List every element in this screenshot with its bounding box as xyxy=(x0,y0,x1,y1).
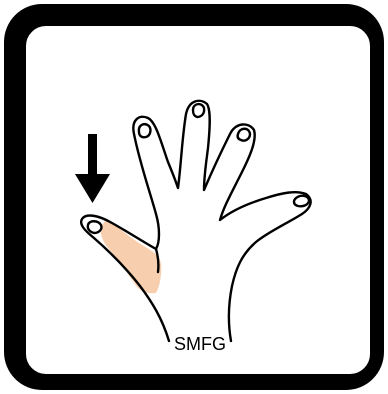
arrow-down-icon xyxy=(75,134,110,203)
hand-illustration xyxy=(26,26,372,376)
card-label: SMFG xyxy=(26,334,372,354)
card-panel: SMFG xyxy=(24,24,372,376)
thumb-muscle-highlight xyxy=(101,220,161,293)
hand-icon xyxy=(81,101,311,341)
card-frame: SMFG xyxy=(4,4,384,390)
